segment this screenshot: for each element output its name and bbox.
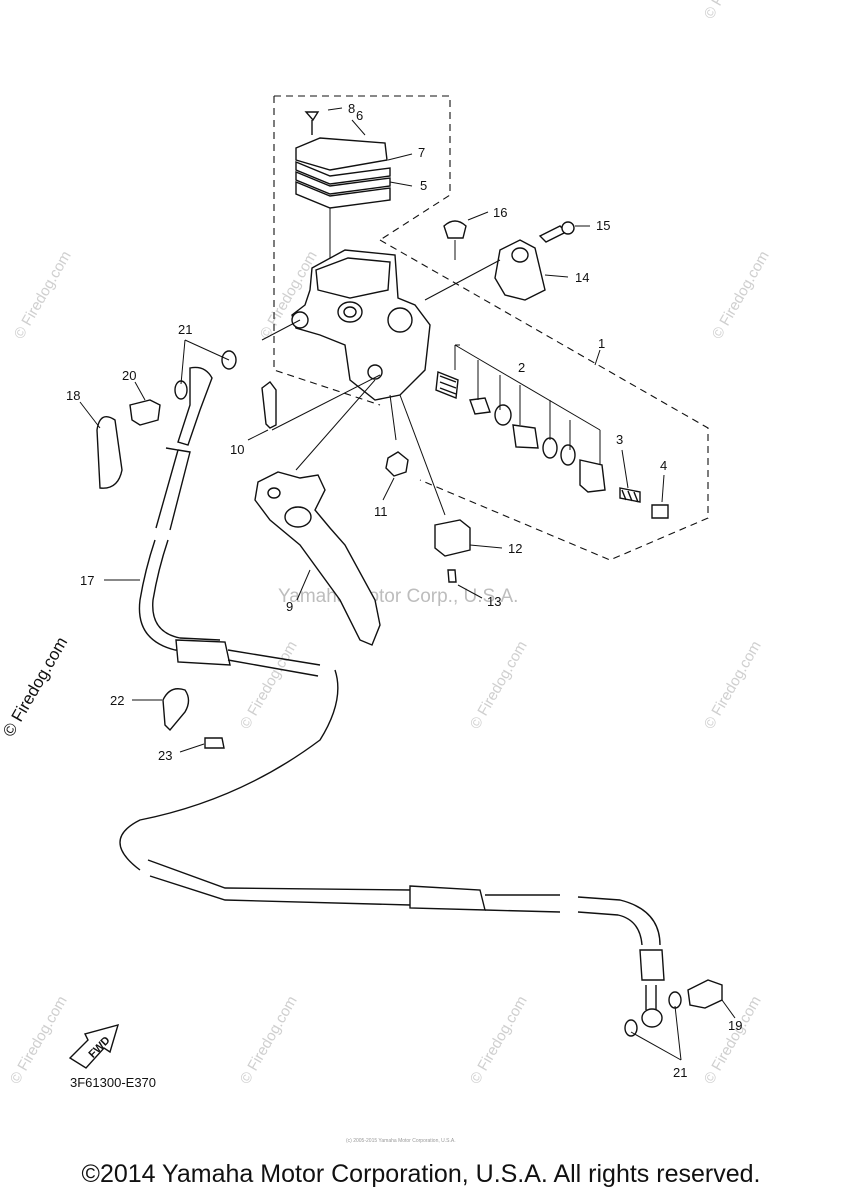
watermark: © Firedog.com xyxy=(237,638,301,732)
part-label-10: 10 xyxy=(230,442,244,457)
lever-parts xyxy=(254,374,471,646)
watermark: © Firedog.com xyxy=(701,993,765,1087)
part-label-7: 7 xyxy=(418,145,425,160)
part-labels: 8 6 7 5 16 15 14 1 2 3 4 21 20 18 10 11 … xyxy=(66,101,742,1080)
watermark: © Firedog.com xyxy=(11,248,75,342)
clamp-parts xyxy=(424,220,575,301)
hose-parts xyxy=(96,319,723,1061)
part-label-6: 6 xyxy=(356,108,363,123)
part-label-1: 1 xyxy=(598,336,605,351)
piston-kit xyxy=(435,344,669,519)
part-label-22: 22 xyxy=(110,693,124,708)
part-label-8: 8 xyxy=(348,101,355,116)
part-label-3: 3 xyxy=(616,432,623,447)
part-label-5: 5 xyxy=(420,178,427,193)
copyright-notice: ©2014 Yamaha Motor Corporation, U.S.A. A… xyxy=(81,1160,761,1188)
part-label-9: 9 xyxy=(286,599,293,614)
part-label-21b: 21 xyxy=(673,1065,687,1080)
watermark: © Firedog.com xyxy=(701,638,765,732)
part-label-15: 15 xyxy=(596,218,610,233)
small-print: (c) 2005-2015 Yamaha Motor Corporation, … xyxy=(346,1138,456,1144)
reservoir-cap-parts xyxy=(295,111,391,262)
part-label-20: 20 xyxy=(122,368,136,383)
part-label-19: 19 xyxy=(728,1018,742,1033)
master-cylinder xyxy=(291,249,431,401)
part-label-11: 11 xyxy=(374,504,388,519)
part-label-23: 23 xyxy=(158,748,172,763)
watermark-center: Yamaha Motor Corp., U.S.A. xyxy=(278,586,518,607)
watermark: © Firedog.com xyxy=(467,993,531,1087)
watermark: © Firedog.com xyxy=(701,0,765,22)
part-label-2: 2 xyxy=(518,360,525,375)
part-label-17: 17 xyxy=(80,573,94,588)
part-label-13: 13 xyxy=(487,594,501,609)
watermark: © Firedog.com xyxy=(709,248,773,342)
diagram-code: 3F61300-E370 xyxy=(70,1075,156,1090)
part-label-18: 18 xyxy=(66,388,80,403)
watermarks: © Firedog.com © Firedog.com © Firedog.co… xyxy=(0,0,773,1087)
watermark: © Firedog.com xyxy=(467,638,531,732)
part-label-21: 21 xyxy=(178,322,192,337)
part-label-12: 12 xyxy=(508,541,522,556)
fwd-arrow: FWD xyxy=(68,1023,120,1069)
part-label-16: 16 xyxy=(493,205,507,220)
part-label-4: 4 xyxy=(660,458,667,473)
watermark-dark: © Firedog.com xyxy=(0,634,71,740)
watermark: © Firedog.com xyxy=(7,993,71,1087)
part-label-14: 14 xyxy=(575,270,589,285)
watermark: © Firedog.com xyxy=(237,993,301,1087)
